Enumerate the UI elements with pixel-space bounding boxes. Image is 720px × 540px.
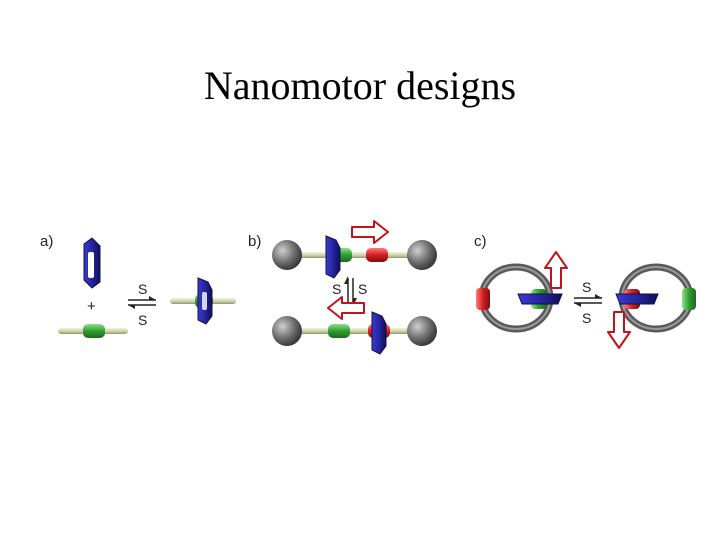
slide-title: Nanomotor designs [203,63,517,108]
stimulus-left-label: S [332,281,341,297]
catenane-state-1 [476,251,568,333]
shuttle-down-arrow [607,311,631,349]
panel-a: a) + S S [40,233,236,338]
green-station [328,324,350,338]
stimulus-top-label: S [582,279,591,295]
shuttle-up-arrow [544,251,568,289]
stimulus-bottom-label: S [582,310,591,326]
equilibrium-arrows: S S [128,281,156,328]
stopper-left [272,316,302,346]
macrocycle-ring [517,293,563,305]
stimulus-right-label: S [358,281,367,297]
stopper-left [272,240,302,270]
rotaxane-state-2 [272,296,437,355]
nanomotor-figure: a) + S S b) [30,208,720,378]
macrocycle-ring [371,311,387,355]
panel-b-label: b) [248,233,261,250]
axle-with-green-station [58,324,128,338]
stimulus-top-label: S [138,281,147,297]
panel-b: b) S S [248,220,437,355]
plus-operator: + [87,298,96,315]
rotaxane-state-1 [272,220,437,279]
shuttle-left-arrow [327,296,365,320]
nanomotor-diagram: a) + S S b) [40,220,696,355]
red-station [476,288,490,310]
stopper-right [407,316,437,346]
macrocycle-ring [325,235,341,279]
macrocycle-ring [83,237,101,289]
catenane-state-2 [607,263,696,349]
equilibrium-arrows: S S [574,279,602,326]
green-station [682,288,696,310]
panel-a-label: a) [40,233,53,250]
panel-c: c) S S [474,233,696,349]
panel-c-label: c) [474,233,487,250]
stopper-right [407,240,437,270]
red-station [366,248,388,262]
shuttle-right-arrow [351,220,389,244]
stimulus-bottom-label: S [138,312,147,328]
assembled-rotaxane [170,277,236,325]
macrocycle-ring [615,293,659,305]
